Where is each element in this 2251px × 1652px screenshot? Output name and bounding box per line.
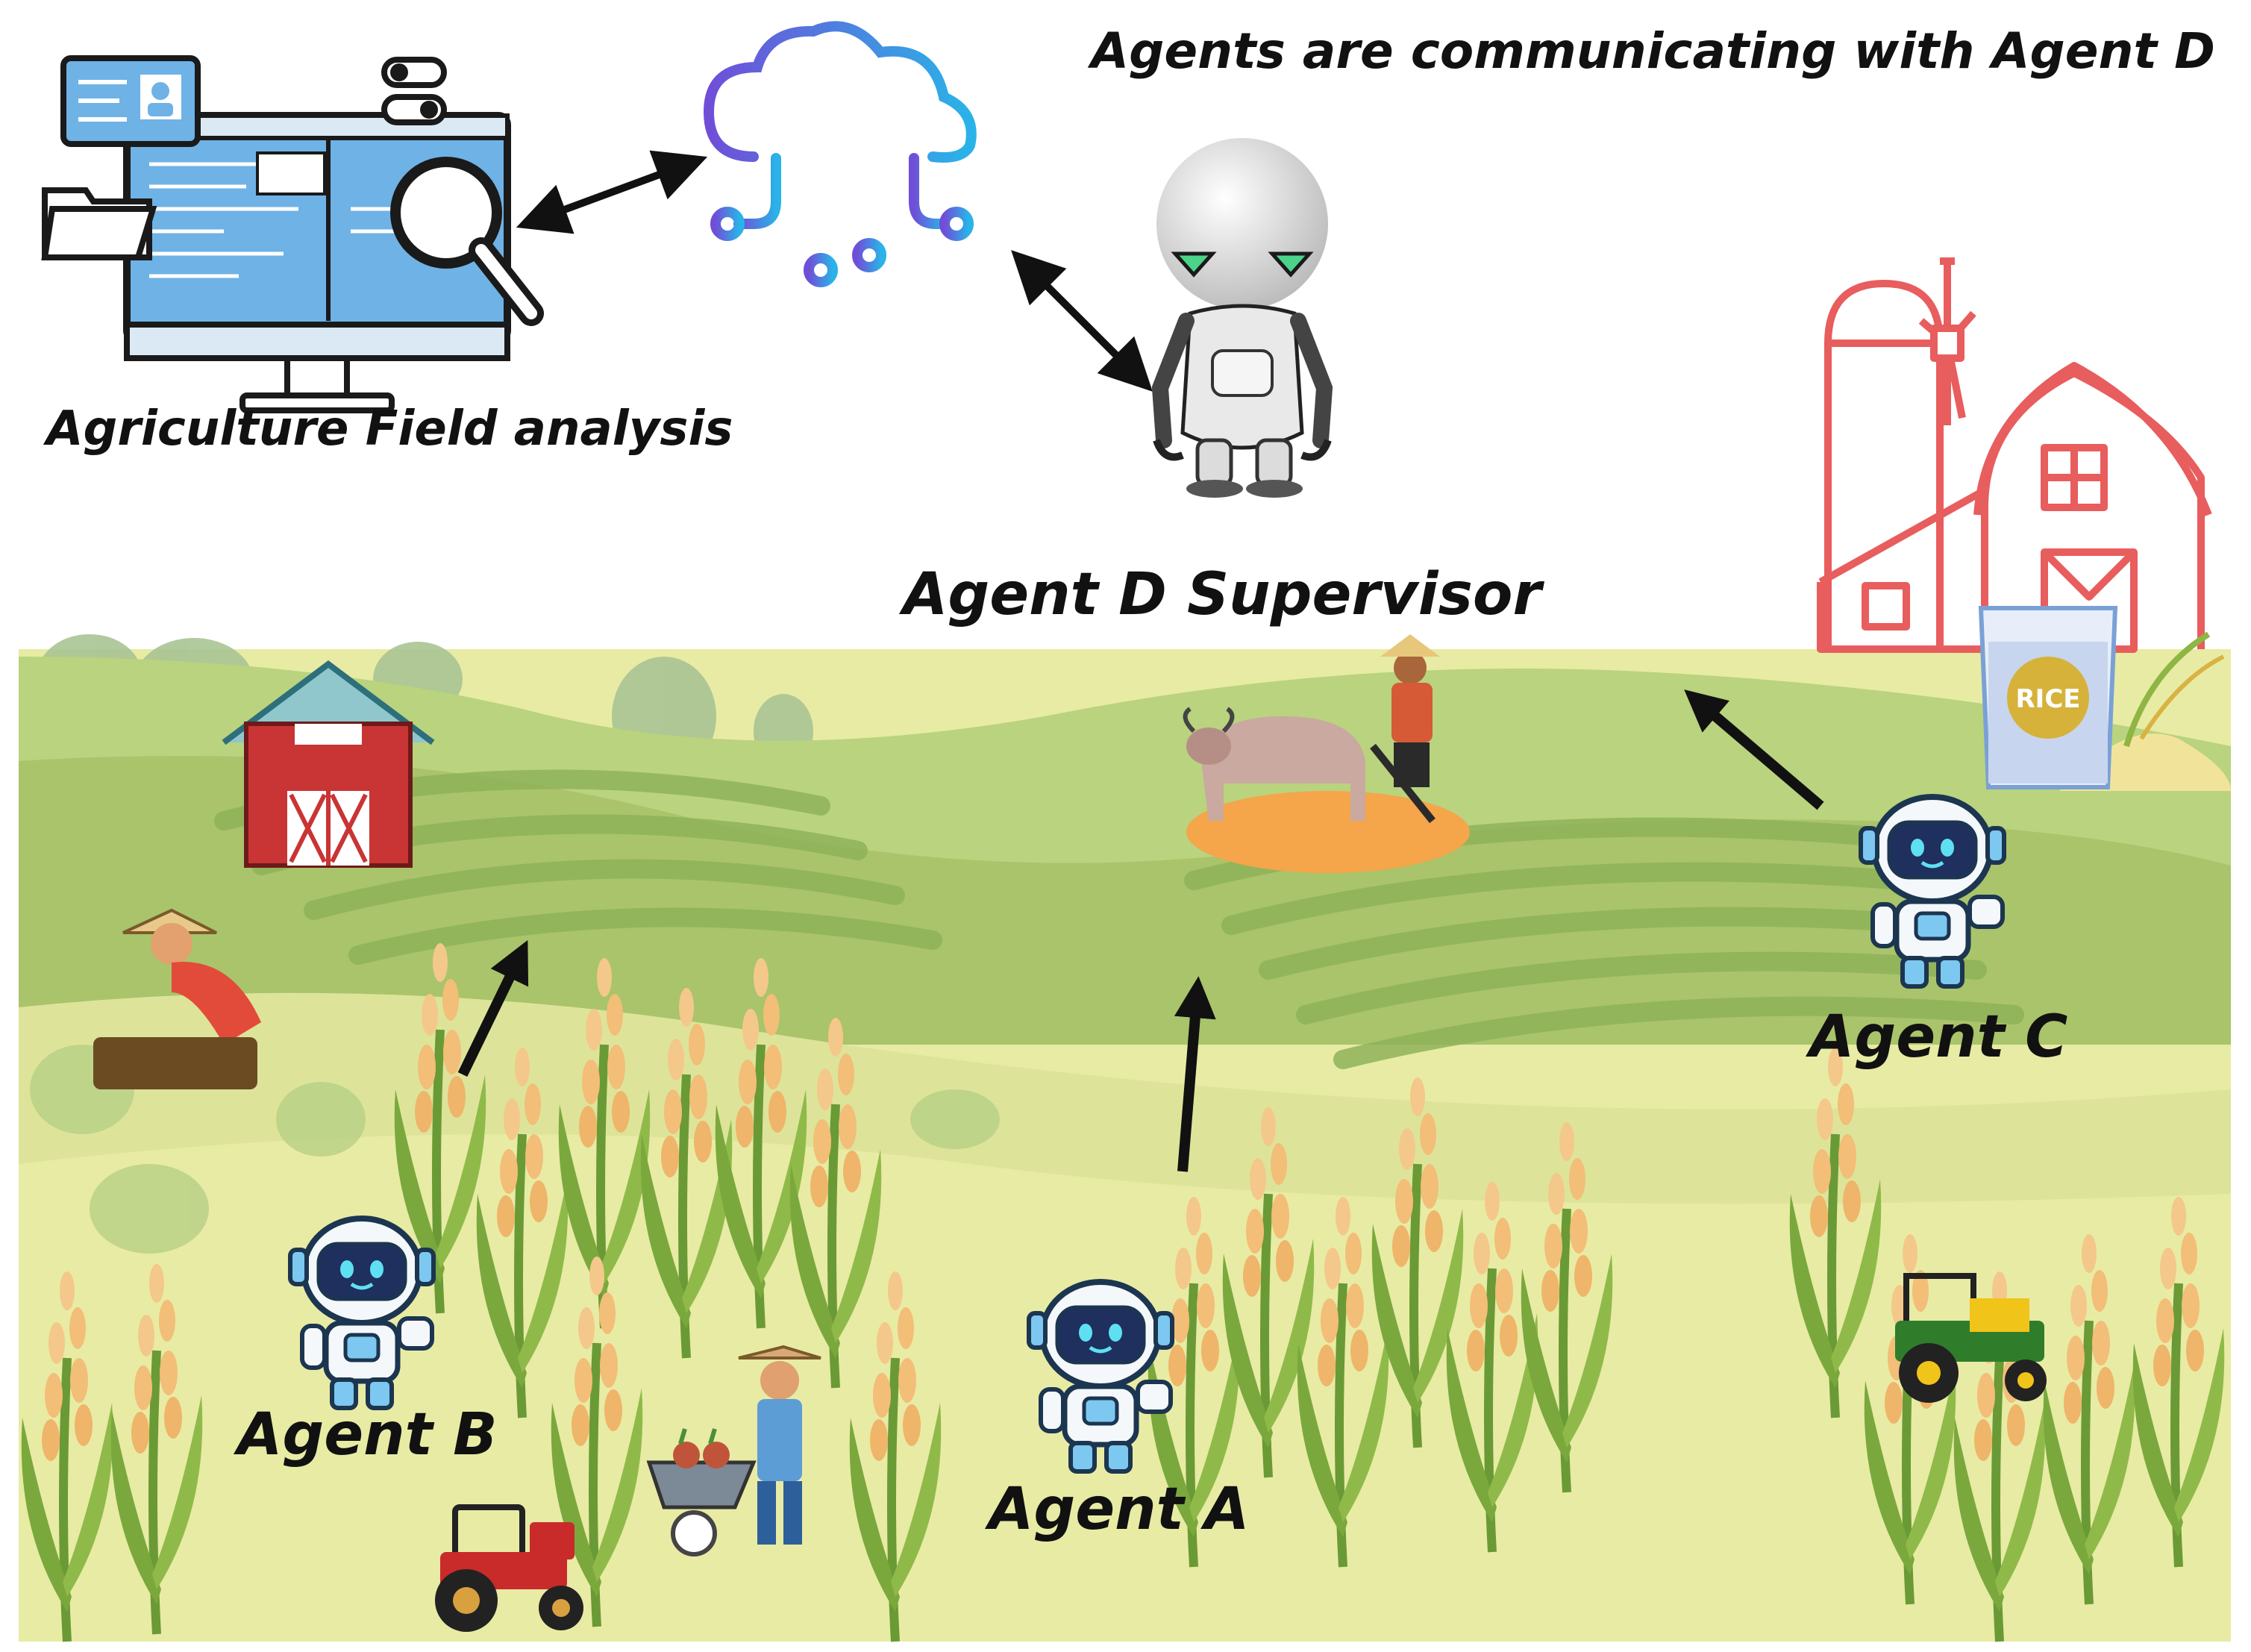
arrow-agent-a-to-d — [1174, 976, 1216, 1172]
cloud-network-icon — [703, 21, 977, 287]
supervisor-label: Agent D Supervisor — [903, 561, 1541, 628]
arrow-agent-c-to-d — [1684, 689, 1824, 810]
farmer-planting — [93, 908, 261, 1089]
farmer-wheelbarrow — [646, 1345, 821, 1556]
ox-and-farmer — [1183, 634, 1440, 824]
agent-c-label: Agent C — [1809, 1004, 2068, 1071]
agent-a-label: Agent A — [989, 1476, 1250, 1543]
rice-bag: RICE — [1978, 606, 2225, 789]
agent-b-label: Agent B — [237, 1401, 498, 1468]
red-barn — [222, 660, 435, 868]
field-analysis-label: Agriculture Field analysis — [46, 401, 733, 457]
connection-arrows — [457, 150, 1824, 1172]
field-background — [19, 634, 2231, 1642]
arrow-agent-b-to-d — [457, 939, 529, 1077]
arrow-computer-cloud — [516, 150, 708, 234]
robot-supervisor-icon — [1151, 138, 1333, 498]
arrow-cloud-supervisor — [1011, 250, 1153, 392]
monitor-analytics-icon — [41, 55, 544, 413]
green-tractor — [1895, 1273, 2047, 1403]
farm-outline-icon — [1817, 257, 2212, 653]
rice-bag-label: RICE — [2015, 684, 2080, 714]
diagram-title: Agents are communicating with Agent D — [1091, 22, 2215, 80]
